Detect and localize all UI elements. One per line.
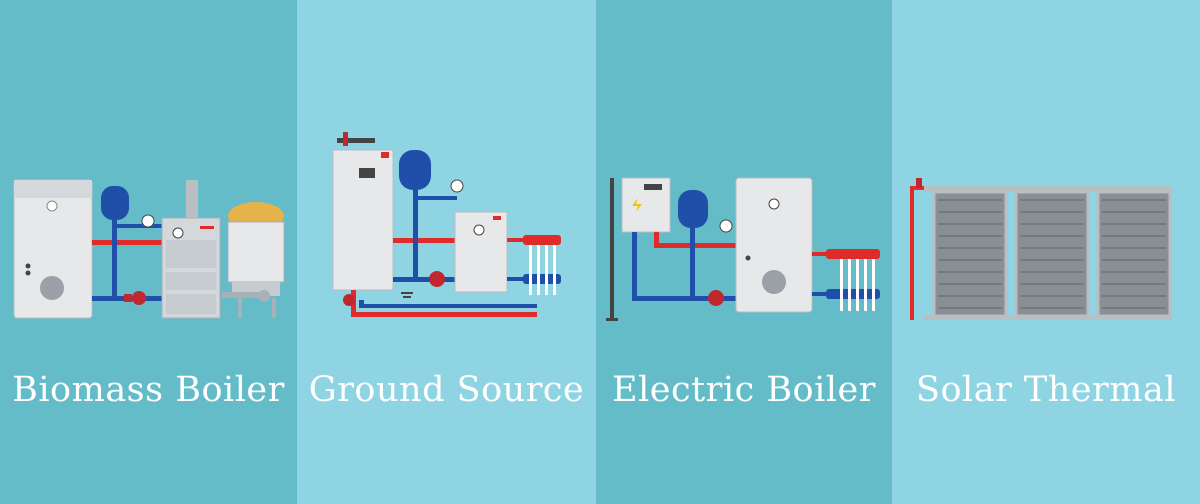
panel-electric-boiler: Electric Boiler (596, 0, 892, 504)
electric-boiler-icon (606, 177, 880, 321)
solar-thermal-collector-icon (910, 178, 1172, 320)
panel-biomass-boiler: Biomass Boiler (0, 0, 297, 504)
biomass-boiler-icon (13, 179, 285, 319)
ground-source-heat-pump-icon (332, 132, 561, 317)
panel-ground-source: Ground Source (297, 0, 596, 504)
panel-label-biomass-boiler: Biomass Boiler (12, 370, 285, 410)
panel-solar-thermal: Solar Thermal (892, 0, 1200, 504)
panel-label-ground-source: Ground Source (308, 370, 585, 410)
panel-label-solar-thermal: Solar Thermal (915, 370, 1177, 410)
panel-label-electric-boiler: Electric Boiler (612, 370, 876, 410)
